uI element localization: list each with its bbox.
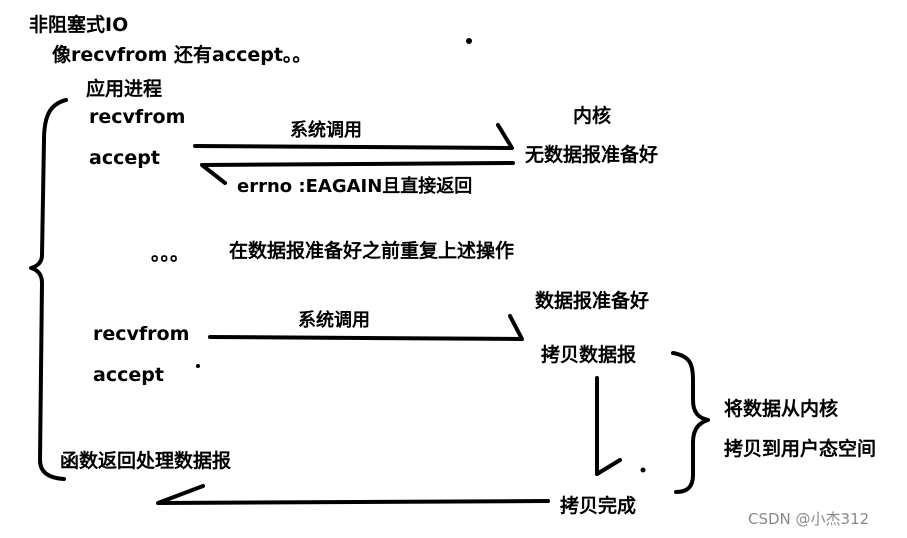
copy-desc-line-1: 将数据从内核 <box>724 398 839 420</box>
errno-label: errno :EAGAIN且直接返回 <box>237 176 473 197</box>
copy-arrow <box>595 376 622 476</box>
copy-desc-line-2: 拷贝到用户态空间 <box>724 438 877 460</box>
data-ready-label: 数据报准备好 <box>535 290 650 312</box>
syscall-arrow-1 <box>193 123 514 150</box>
accept-label-2: accept <box>93 364 164 386</box>
diagram-title: 非阻塞式IO <box>29 14 129 36</box>
diagram-subtitle: 像recvfrom 还有accept。。 <box>52 44 312 66</box>
left-brace <box>29 98 68 481</box>
dot-copy <box>640 467 646 473</box>
func-return-label: 函数返回处理数据报 <box>60 450 232 472</box>
kernel-label: 内核 <box>573 105 612 127</box>
copy-datagram-label: 拷贝数据报 <box>541 344 637 366</box>
recvfrom-label-1: recvfrom <box>89 106 186 128</box>
no-data-ready-label: 无数据报准备好 <box>525 144 659 166</box>
watermark: CSDN @小杰312 <box>748 510 870 528</box>
errno-arrow <box>200 161 515 185</box>
accept-label-1: accept <box>89 147 160 169</box>
repeat-ellipsis: 。。。 <box>151 243 190 265</box>
copy-done-label: 拷贝完成 <box>560 495 637 517</box>
syscall-label-2: 系统调用 <box>298 310 370 331</box>
dot-accept <box>196 364 200 368</box>
syscall-arrow-2 <box>208 314 524 341</box>
repeat-label: 在数据报准备好之前重复上述操作 <box>229 240 515 262</box>
recvfrom-label-2: recvfrom <box>93 323 190 345</box>
right-brace <box>671 351 710 494</box>
syscall-label-1: 系统调用 <box>290 120 362 141</box>
return-arrow <box>156 484 550 505</box>
app-process-label: 应用进程 <box>86 78 163 100</box>
dot-top <box>466 38 472 44</box>
